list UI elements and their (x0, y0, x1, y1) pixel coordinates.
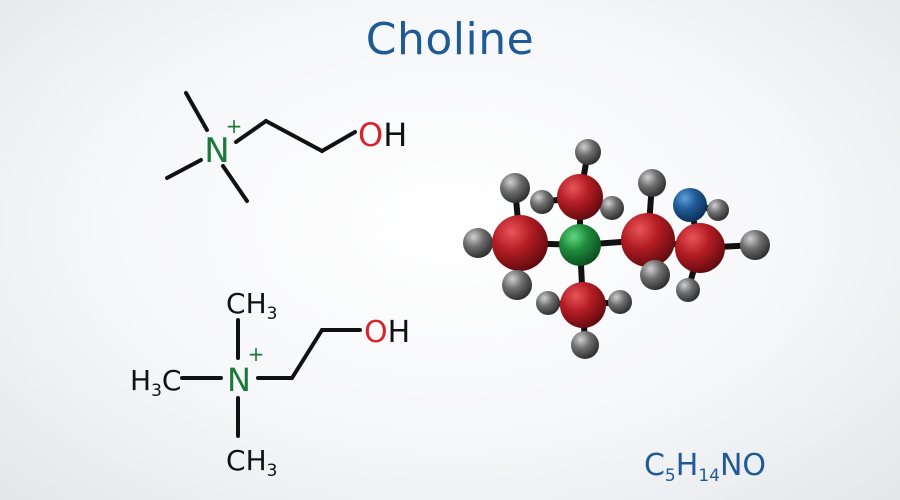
hydrogen-atom (676, 278, 700, 302)
ball-and-stick-model (463, 139, 770, 359)
hydrogen-atom (463, 228, 493, 258)
hydrogen-atom (502, 270, 532, 300)
condensed-charge-label: + (248, 342, 265, 366)
skeletal-bond-ch2-ch2 (264, 119, 324, 153)
condensed-hydroxyl-label: OH (364, 315, 410, 350)
hydrogen-atom (640, 260, 670, 290)
page-title: Choline (365, 14, 535, 65)
skeletal-oxygen: O (358, 116, 383, 154)
skeletal-bond-ch2-oh (320, 130, 357, 153)
oxygen-atom (673, 188, 707, 222)
hydrogen-atom (500, 173, 530, 203)
condensed-oxygen: O (364, 315, 388, 350)
skeletal-charge-label: + (226, 114, 243, 138)
skeletal-nitrogen-label: N (204, 131, 229, 171)
hydrogen-atom (530, 190, 554, 214)
carbon-atom (675, 223, 725, 273)
carbon-atom (492, 215, 548, 271)
hydrogen-atom (575, 139, 601, 165)
condensed-methyl-top: CH3 (226, 287, 277, 324)
hydrogen-atom (740, 230, 770, 260)
skeletal-bond-methyl-top (184, 91, 209, 132)
condensed-methyl-bottom: CH3 (226, 444, 277, 481)
carbon-atom (560, 282, 606, 328)
hydrogen-atom (600, 196, 624, 220)
skeletal-hydroxyl-label: OH (358, 116, 407, 154)
nitrogen-atom (559, 224, 601, 266)
carbon-atom (557, 174, 603, 220)
skeletal-bond-methyl-left (165, 158, 203, 180)
hydrogen-atom (608, 290, 632, 314)
carbon-atom (621, 213, 675, 267)
hydrogen-atom (638, 169, 666, 197)
condensed-bond-ch2-ch2 (290, 328, 324, 380)
skeletal-formula (165, 91, 357, 203)
condensed-methyl-left: H3C (130, 364, 181, 401)
condensed-hydrogen: H (388, 315, 411, 350)
hydrogen-atom (571, 331, 599, 359)
condensed-nitrogen-label: N (227, 361, 251, 399)
hydrogen-atom (707, 199, 729, 221)
skeletal-hydrogen: H (383, 116, 407, 154)
molecular-formula: C5H14NO (643, 448, 767, 486)
condensed-formula (180, 318, 362, 438)
skeletal-bond-methyl-bottom (221, 164, 249, 203)
hydrogen-atom (536, 291, 560, 315)
skeletal-bond-n-ch2 (234, 119, 268, 144)
